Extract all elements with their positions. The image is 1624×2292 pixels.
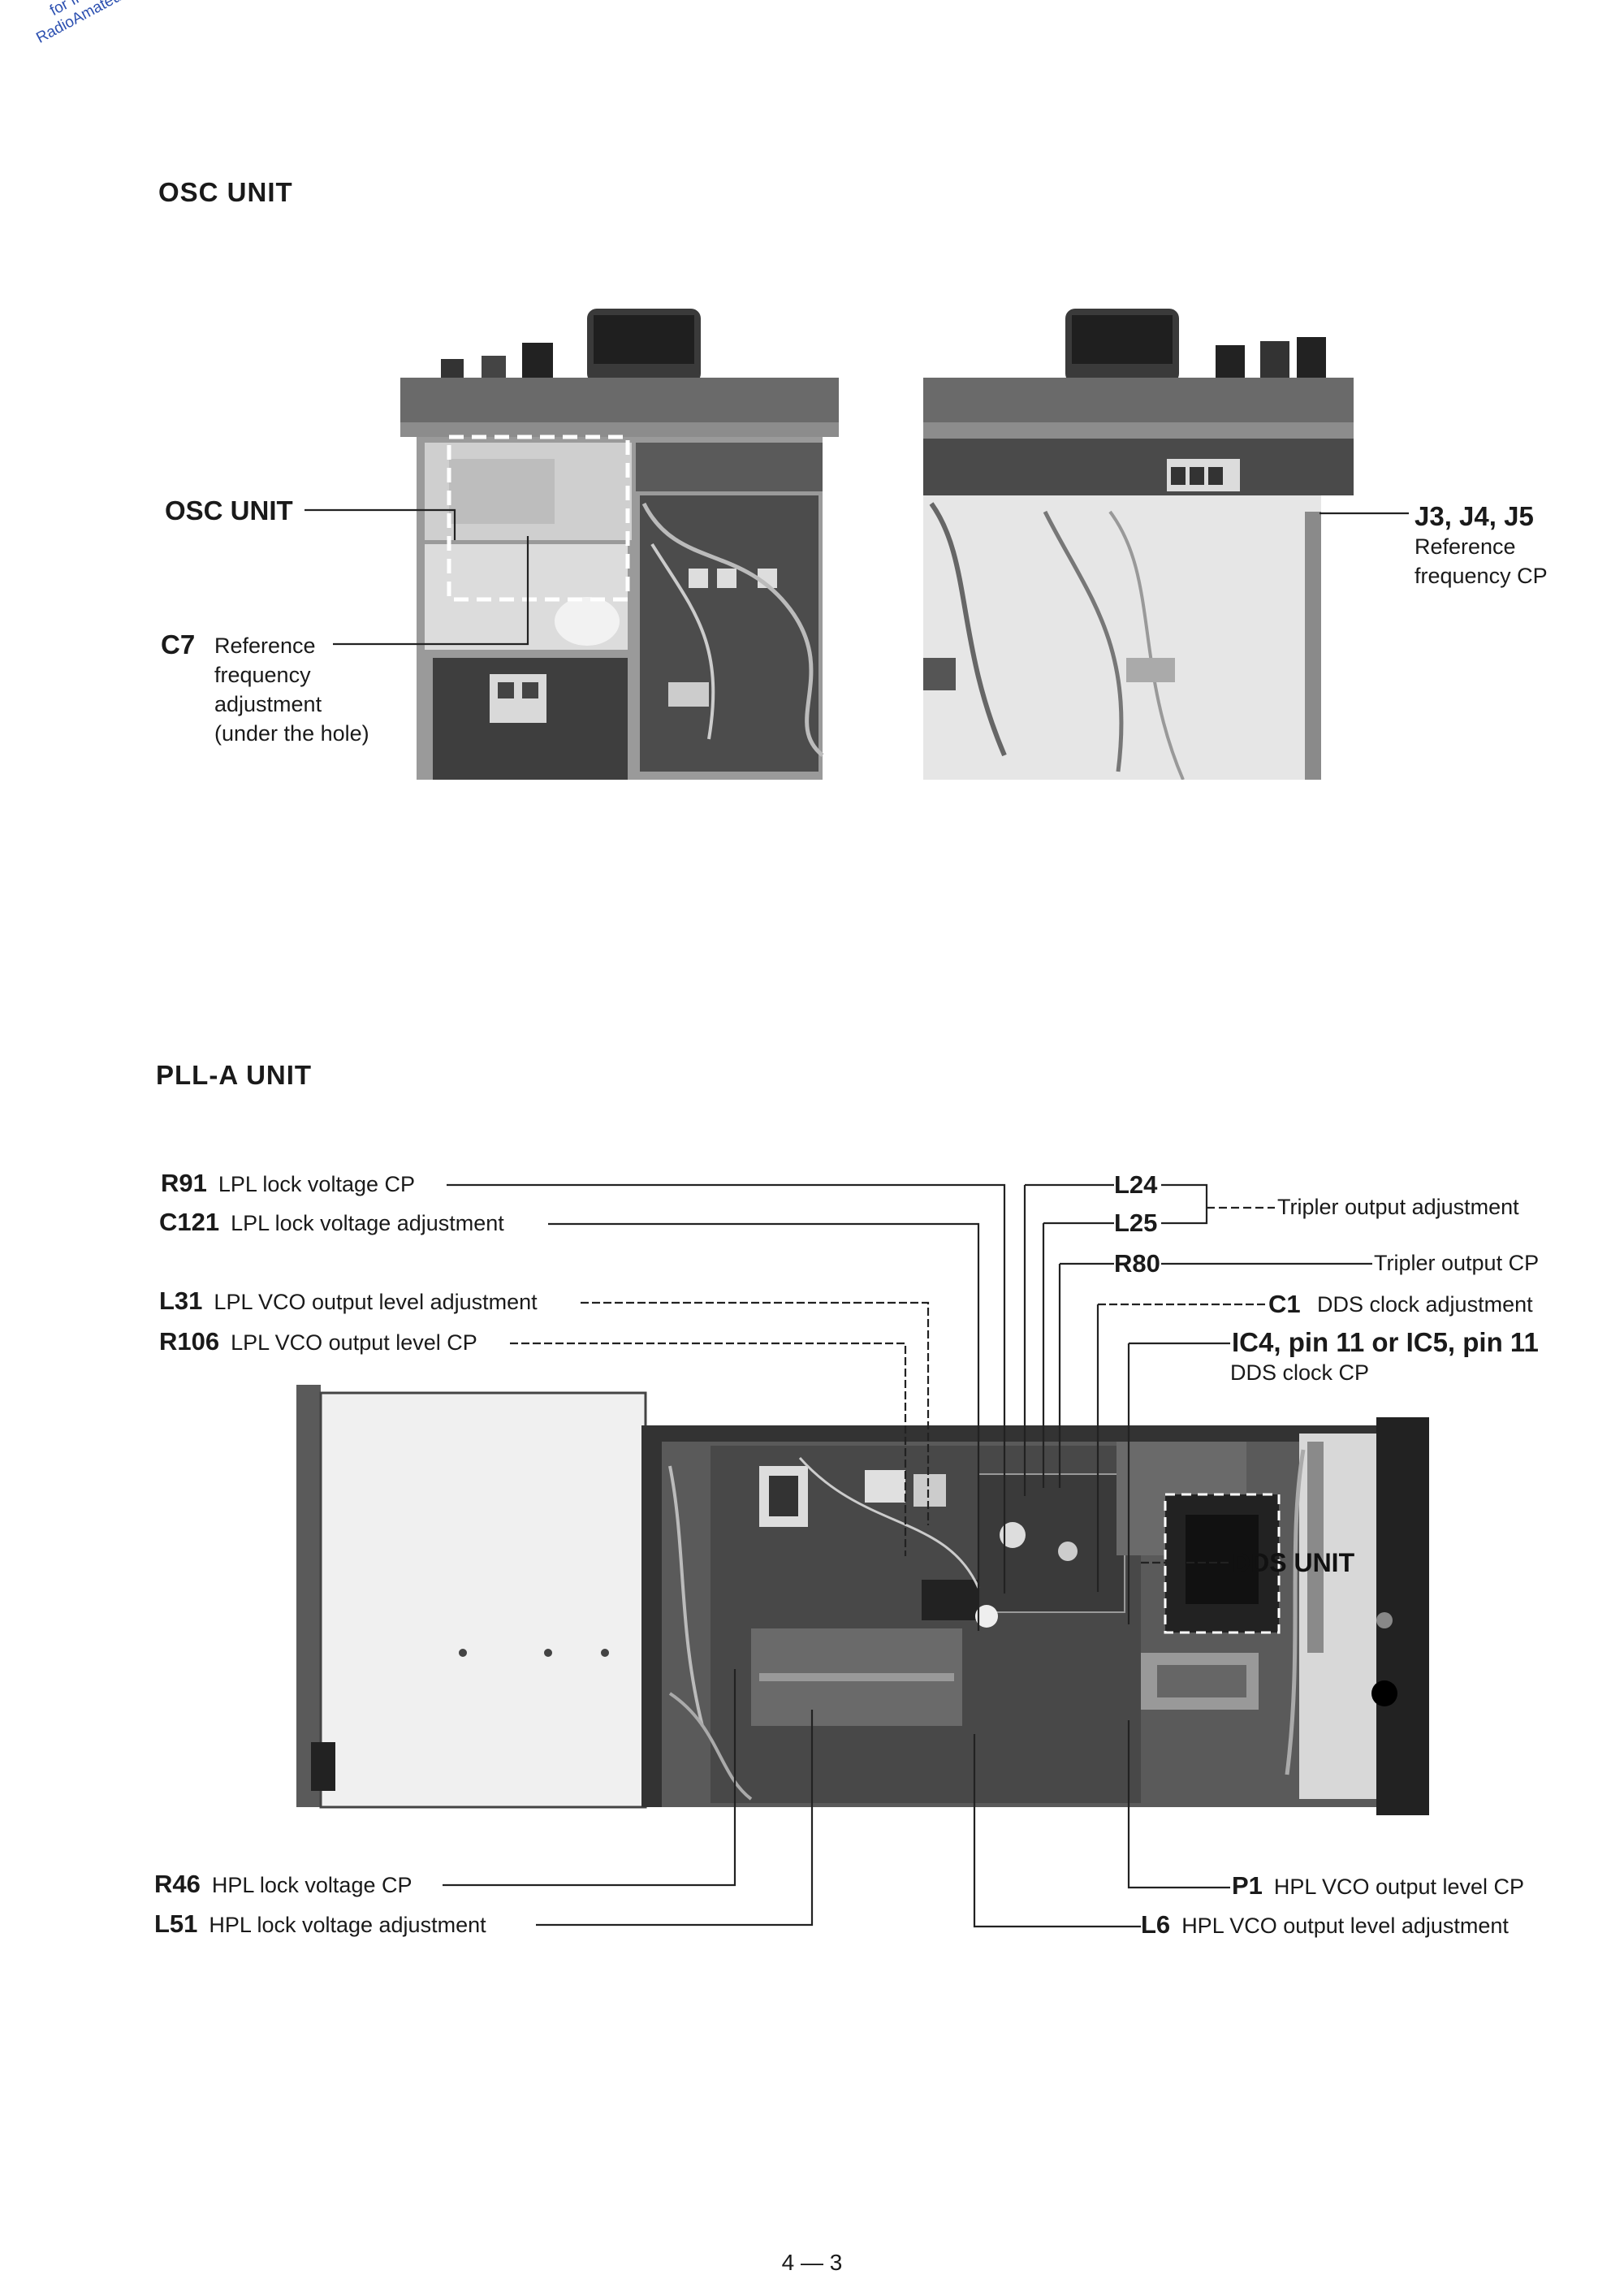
- pll-section-title: PLL-A UNIT: [156, 1060, 313, 1090]
- c121-label: C121 LPL lock voltage adjustment: [159, 1209, 504, 1236]
- r106-desc: LPL VCO output level CP: [231, 1330, 477, 1355]
- c7-desc-2: frequency: [214, 663, 311, 687]
- p1-label: P1 HPL VCO output level CP: [1232, 1873, 1524, 1900]
- r80-ref: R80: [1114, 1249, 1160, 1278]
- tripler-output-cp: Tripler output CP: [1374, 1251, 1540, 1275]
- osc-photo-right: [923, 301, 1354, 780]
- p1-ref: P1: [1232, 1871, 1263, 1900]
- r91-label: R91 LPL lock voltage CP: [161, 1170, 415, 1197]
- j3-j4-j5-ref: J3, J4, J5: [1415, 501, 1534, 531]
- ic4-ic5-ref: IC4, pin 11 or IC5, pin 11: [1232, 1327, 1539, 1357]
- l31-ref: L31: [159, 1287, 203, 1315]
- l51-ref: L51: [154, 1909, 198, 1938]
- r46-label: R46 HPL lock voltage CP: [154, 1871, 412, 1898]
- r91-ref: R91: [161, 1169, 207, 1197]
- p1-desc: HPL VCO output level CP: [1273, 1875, 1525, 1899]
- l6-desc: HPL VCO output level adjustment: [1181, 1914, 1509, 1938]
- l24-ref: L24: [1114, 1170, 1158, 1199]
- c121-ref: C121: [159, 1208, 220, 1236]
- c121-desc: LPL lock voltage adjustment: [231, 1211, 504, 1235]
- r46-ref: R46: [154, 1870, 201, 1898]
- r91-desc: LPL lock voltage CP: [218, 1172, 416, 1196]
- r46-desc: HPL lock voltage CP: [211, 1873, 412, 1897]
- osc-photo-left: [400, 301, 839, 780]
- c1-desc: DDS clock adjustment: [1317, 1292, 1533, 1317]
- tripler-output-adjustment: Tripler output adjustment: [1277, 1195, 1519, 1219]
- l6-label: L6 HPL VCO output level adjustment: [1141, 1912, 1509, 1939]
- osc-section-title: OSC UNIT: [158, 177, 293, 207]
- r106-label: R106 LPL VCO output level CP: [159, 1329, 477, 1356]
- j-desc-2: frequency CP: [1415, 564, 1548, 588]
- l31-desc: LPL VCO output level adjustment: [214, 1290, 538, 1314]
- ic-desc: DDS clock CP: [1230, 1360, 1370, 1385]
- dds-unit-label: DDS UNIT: [1232, 1548, 1355, 1577]
- pll-photo: [296, 1385, 1429, 1815]
- r106-ref: R106: [159, 1327, 220, 1356]
- l51-desc: HPL lock voltage adjustment: [209, 1913, 486, 1937]
- l31-label: L31 LPL VCO output level adjustment: [159, 1288, 538, 1315]
- c7-desc-3: adjustment: [214, 692, 322, 716]
- l51-label: L51 HPL lock voltage adjustment: [154, 1911, 486, 1938]
- c7-ref: C7: [161, 629, 196, 659]
- l6-ref: L6: [1141, 1910, 1171, 1939]
- c7-desc-4: (under the hole): [214, 721, 369, 746]
- l25-ref: L25: [1114, 1209, 1158, 1237]
- page-number: 4 — 3: [781, 2250, 843, 2275]
- c1-ref: C1: [1268, 1290, 1301, 1318]
- j-desc-1: Reference: [1415, 534, 1516, 559]
- c7-desc-1: Reference: [214, 634, 316, 658]
- osc-unit-label: OSC UNIT: [165, 495, 293, 525]
